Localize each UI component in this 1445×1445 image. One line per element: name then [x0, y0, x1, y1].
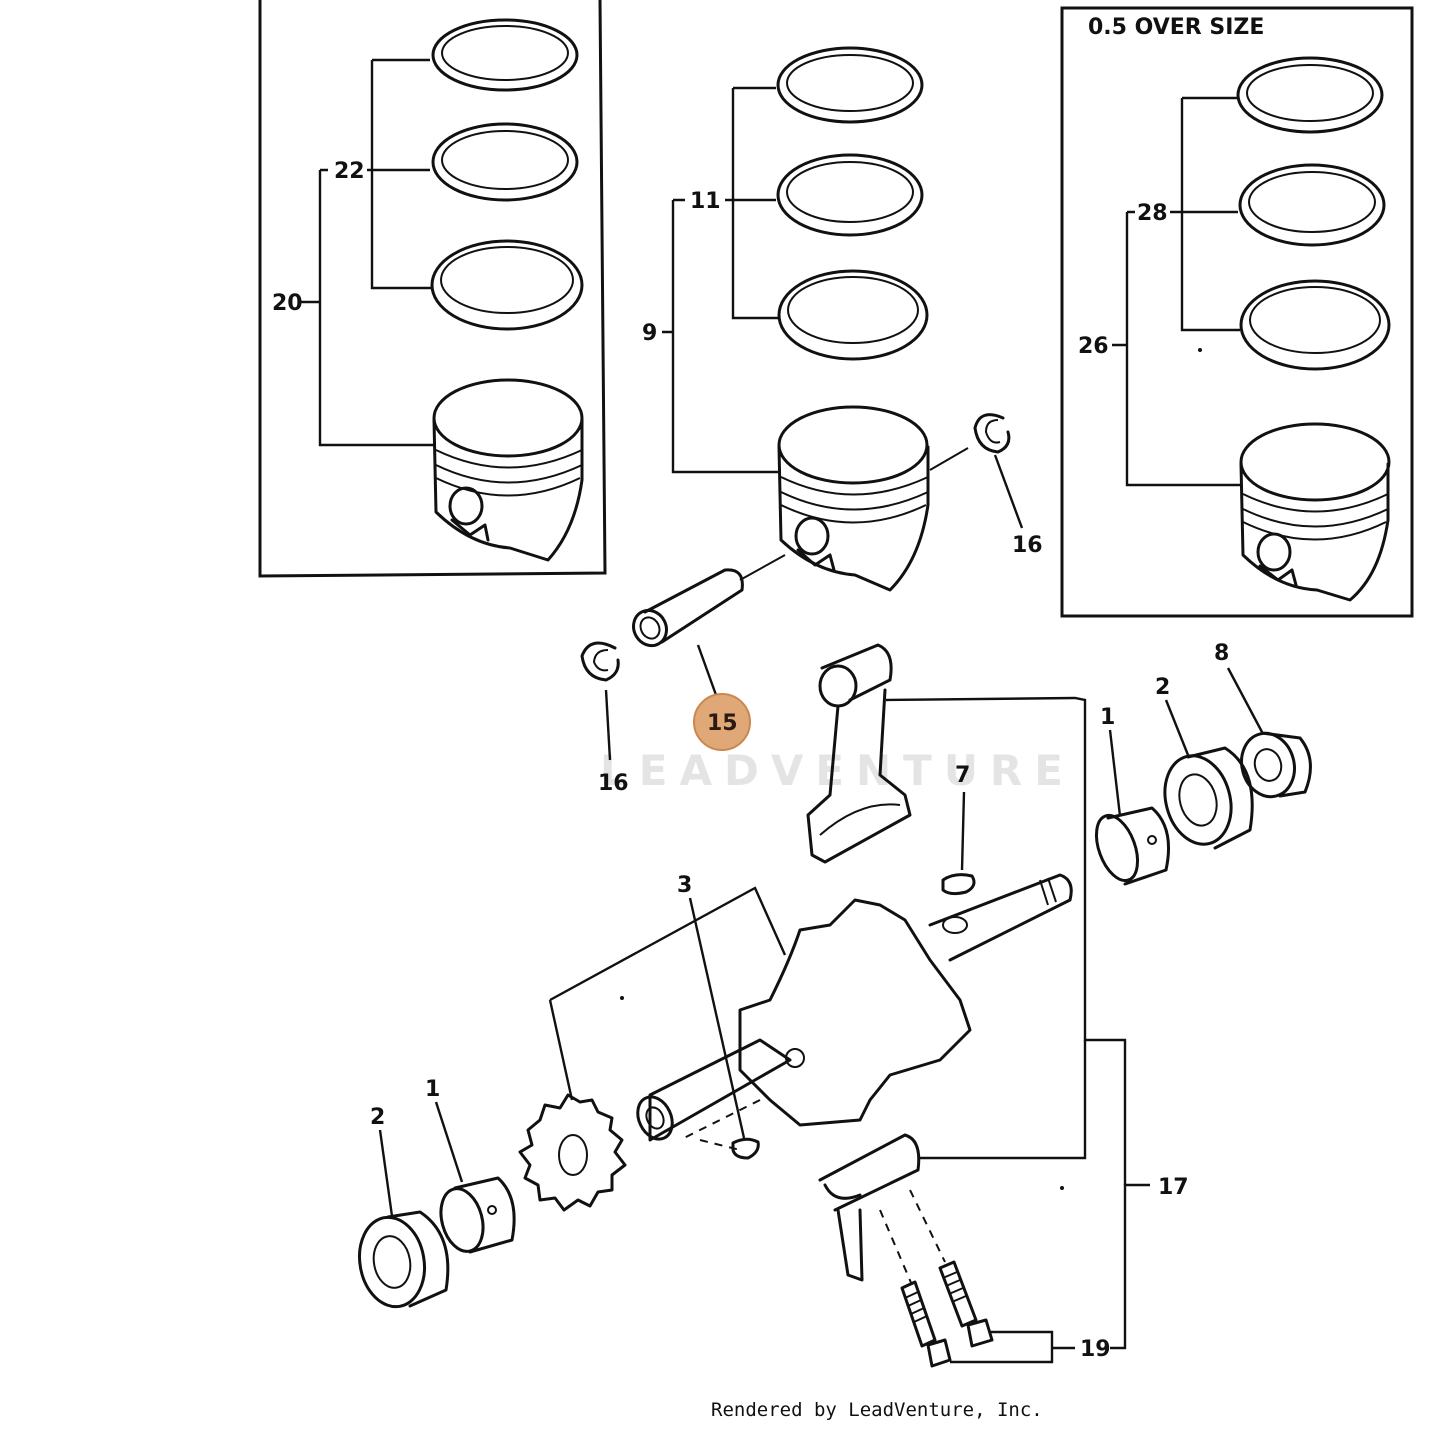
callout-7: 7	[955, 763, 970, 788]
callout-15: 15	[707, 711, 738, 736]
piston-ring-second[interactable]	[776, 153, 924, 237]
watermark: LEADVENTURE	[600, 746, 1075, 795]
piston-ring-top[interactable]	[1236, 56, 1384, 134]
crank-gear[interactable]	[518, 1093, 627, 1212]
highlight-callout-15[interactable]: 15	[693, 693, 751, 751]
callout-9: 9	[642, 321, 657, 346]
callout-22: 22	[334, 159, 365, 184]
piston-pin[interactable]	[627, 568, 744, 652]
piston-ring-oil[interactable]	[430, 239, 584, 331]
callout-3: 3	[677, 873, 692, 898]
callout-2-right: 2	[1155, 675, 1170, 700]
piston-ring-second[interactable]	[431, 122, 579, 202]
piston-group-oversize: 0.5 OVER SIZE	[1060, 6, 1414, 618]
piston-ring-top[interactable]	[431, 18, 579, 92]
callout-8: 8	[1214, 641, 1229, 666]
flange-nut[interactable]	[1235, 727, 1312, 802]
callout-2-left: 2	[370, 1105, 385, 1130]
woodruff-key-top[interactable]	[941, 873, 976, 896]
callout-16-left: 16	[598, 771, 629, 796]
crankshaft[interactable]	[631, 873, 1073, 1145]
piston-ring-oil[interactable]	[1239, 279, 1391, 371]
callout-16-right: 16	[1012, 533, 1043, 558]
woodruff-key-bottom[interactable]	[731, 1137, 760, 1160]
oil-seal-right[interactable]	[1155, 746, 1254, 852]
piston-ring-second[interactable]	[1238, 163, 1386, 247]
rod-bolt-right[interactable]	[938, 1260, 994, 1348]
piston-ring-oil[interactable]	[777, 269, 929, 361]
callout-26: 26	[1078, 334, 1109, 359]
bearing-left[interactable]	[434, 1176, 516, 1256]
oversize-label: 0.5 OVER SIZE	[1088, 15, 1264, 40]
connecting-rod[interactable]	[806, 643, 912, 864]
piston-oversize[interactable]	[1239, 422, 1391, 602]
connecting-rod-cap[interactable]	[818, 1133, 921, 1282]
rod-bolt-left[interactable]	[900, 1280, 952, 1368]
piston-group-main	[662, 46, 969, 592]
callout-1-right: 1	[1100, 705, 1115, 730]
callout-1-left: 1	[425, 1077, 440, 1102]
piston-standard[interactable]	[432, 378, 584, 562]
piston-ring-top[interactable]	[776, 46, 924, 124]
callout-11: 11	[690, 189, 721, 214]
callout-28: 28	[1137, 201, 1168, 226]
footer-credit: Rendered by LeadVenture, Inc.	[711, 1399, 1043, 1421]
circlip-right[interactable]	[973, 413, 1011, 454]
piston-main[interactable]	[777, 405, 930, 592]
callout-17: 17	[1158, 1175, 1189, 1200]
callout-19: 19	[1080, 1337, 1111, 1362]
circlip-left[interactable]	[580, 641, 620, 682]
oil-seal-left[interactable]	[353, 1210, 450, 1312]
callout-20: 20	[272, 291, 303, 316]
bearing-right[interactable]	[1088, 806, 1170, 886]
piston-group-standard	[258, 0, 607, 578]
